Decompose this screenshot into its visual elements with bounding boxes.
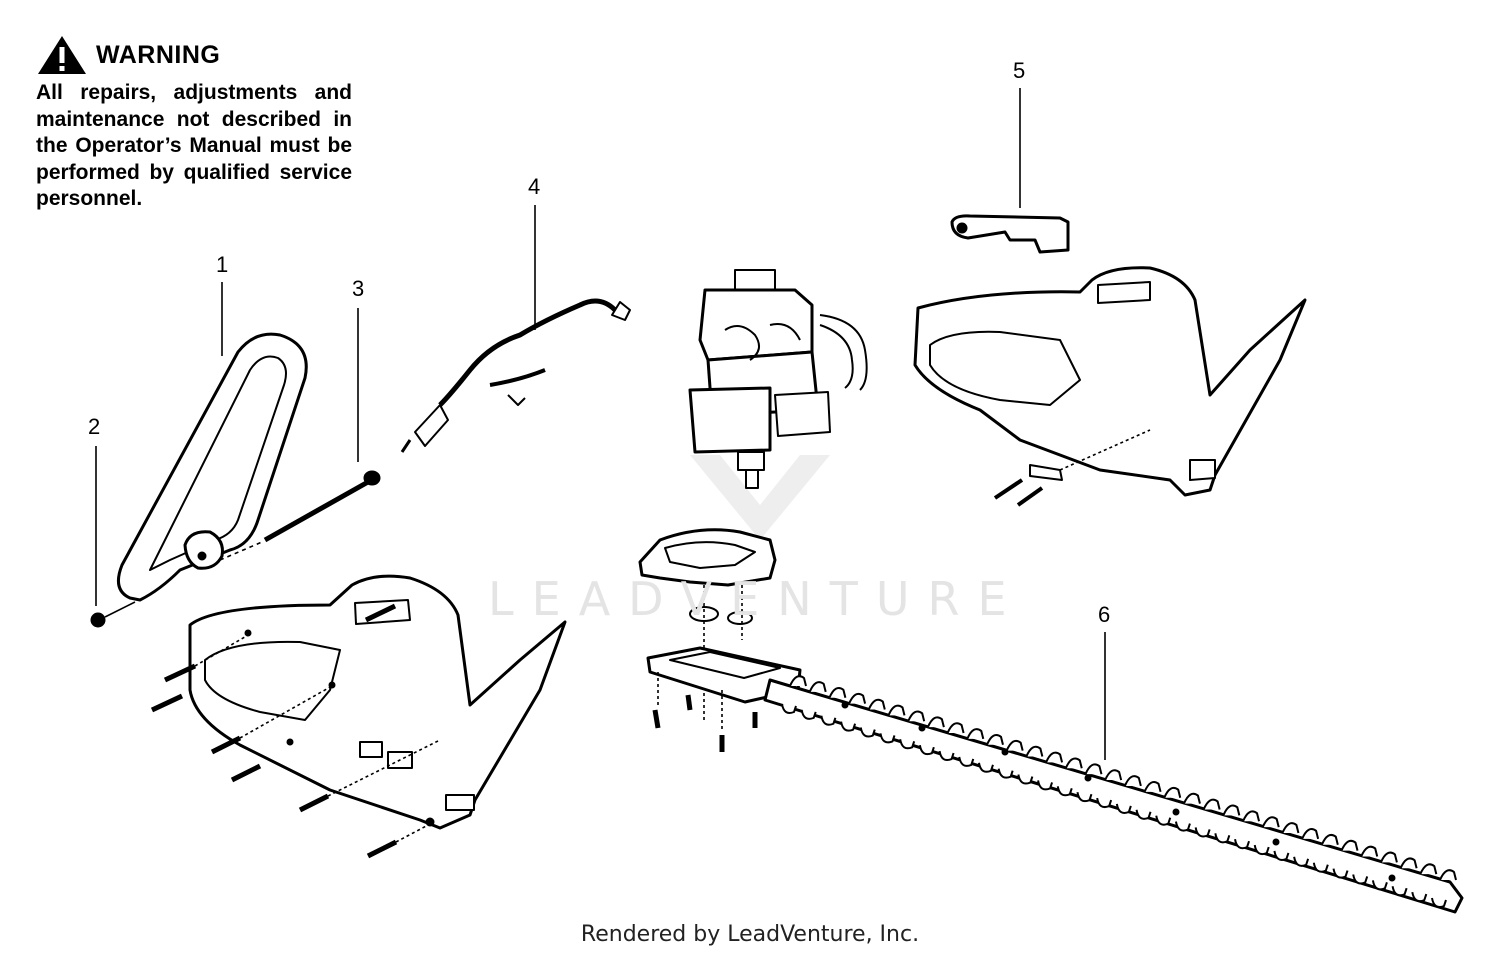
blade-tooth	[1143, 781, 1162, 793]
housing-screws	[150, 603, 441, 859]
warning-triangle-icon	[38, 36, 86, 74]
blade-tooth	[887, 704, 906, 716]
blade-tooth	[1320, 833, 1339, 846]
blade-tooth	[820, 715, 837, 726]
blade-tooth	[1379, 851, 1398, 863]
blade-tooth	[848, 692, 867, 705]
footer-credit: Rendered by LeadVenture, Inc.	[580, 922, 920, 947]
blade-tooth	[1332, 868, 1349, 879]
motor	[688, 269, 868, 489]
blade-tooth	[1301, 828, 1320, 840]
blade-tooth	[1025, 745, 1044, 757]
blade-tooth	[1234, 839, 1250, 850]
blade-tooth	[1360, 845, 1379, 857]
blade-tooth	[1155, 815, 1172, 826]
watermark-logo	[690, 455, 830, 540]
blade-tooth	[1183, 792, 1201, 804]
blade-tooth	[1005, 739, 1024, 752]
blade-tooth	[907, 710, 926, 722]
left-housing-half	[188, 574, 567, 830]
part-6-blade-assembly	[646, 646, 1464, 914]
warning-heading: WARNING	[36, 34, 352, 76]
part-2-nut	[90, 601, 136, 628]
blade-tooth	[1399, 857, 1418, 869]
blade-tooth	[926, 716, 945, 728]
blade-tooth	[1123, 775, 1142, 787]
blade-tooth	[1340, 839, 1359, 852]
blade-teeth	[781, 675, 1457, 908]
callout-6: 6	[1098, 602, 1110, 627]
warning-text: All repairs, adjustments and maintenance…	[36, 81, 352, 210]
blade-tooth	[879, 733, 896, 744]
blade-tooth	[1056, 786, 1073, 797]
right-housing-half	[913, 266, 1307, 507]
blade-tooth	[977, 762, 994, 773]
gearbox-housing	[638, 528, 777, 720]
blade-tooth	[1281, 822, 1300, 834]
blade-tooth	[1096, 797, 1113, 809]
blade-tooth	[1312, 862, 1329, 873]
part-1-front-handle	[116, 332, 308, 602]
blade-tooth	[1104, 769, 1123, 781]
blade-tooth	[938, 750, 955, 762]
blade-tooth	[1064, 757, 1083, 769]
blade-tooth	[1273, 850, 1290, 861]
blade-tooth	[1222, 804, 1241, 816]
blade-tooth	[800, 709, 817, 720]
blade-tooth	[958, 756, 975, 767]
blade-tooth	[1202, 798, 1221, 810]
warning-box: WARNING All repairs, adjustments and mai…	[36, 34, 352, 213]
blade-tooth	[1076, 791, 1093, 803]
blade-tooth	[1411, 891, 1428, 903]
callout-2: 2	[88, 414, 100, 439]
blade-tooth	[1371, 880, 1388, 891]
blade-tooth	[828, 687, 847, 699]
blade-tooth	[918, 744, 935, 756]
blade-tooth	[986, 734, 1004, 746]
callout-5: 5	[1013, 58, 1025, 83]
blade-tooth	[966, 728, 985, 740]
part-3-bolt	[219, 470, 381, 561]
warning-title: WARNING	[96, 40, 221, 69]
blade-tooth	[1242, 810, 1261, 822]
blade-tooth	[1017, 774, 1034, 785]
watermark-text: LEADVENTURE	[488, 572, 1025, 626]
blade-tooth	[1163, 786, 1182, 799]
blade-tooth	[1084, 763, 1103, 775]
blade-tooth	[1352, 874, 1369, 885]
blade-tooth	[1194, 827, 1211, 838]
blade-tooth	[899, 739, 916, 750]
blade-tooth	[1045, 751, 1064, 763]
blade-tooth	[1037, 780, 1054, 791]
callout-4: 4	[528, 174, 540, 199]
blade-tooth	[859, 727, 876, 738]
blade-tooth	[781, 703, 797, 714]
blade-tooth	[1115, 803, 1132, 814]
blade-tooth	[1391, 886, 1408, 897]
part-4-power-cord	[400, 298, 631, 453]
blade-tooth	[1261, 816, 1280, 828]
blade-tooth	[1439, 869, 1457, 881]
blade-tooth	[1431, 897, 1447, 908]
blade-tooth	[789, 675, 807, 687]
blade-tooth	[997, 768, 1014, 779]
blade-tooth	[808, 681, 827, 693]
blade-tooth	[1293, 856, 1310, 867]
callout-3: 3	[352, 276, 364, 301]
part-5-switch-trigger	[950, 214, 1070, 254]
blade-tooth	[946, 722, 965, 734]
blade-tooth	[1174, 821, 1191, 832]
blade-tooth	[1214, 833, 1231, 844]
blade-tooth	[867, 698, 886, 710]
blade-tooth	[1419, 863, 1438, 875]
blade-tooth	[1253, 844, 1270, 856]
blade-tooth	[840, 721, 857, 732]
callout-1: 1	[216, 252, 228, 277]
blade-tooth	[1135, 809, 1152, 820]
